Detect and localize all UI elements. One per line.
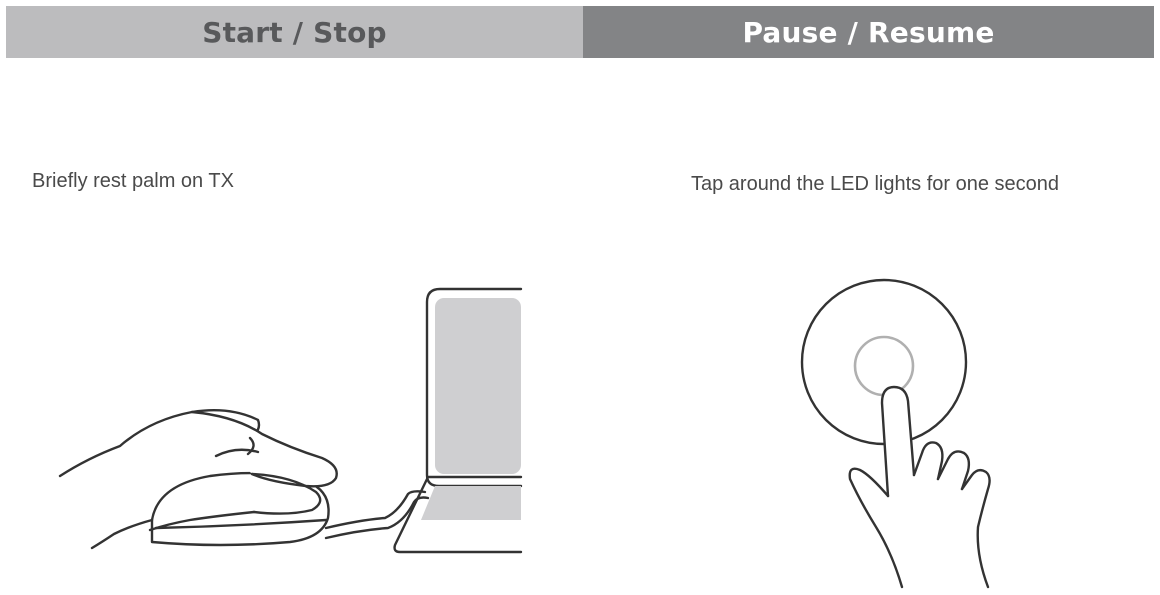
start-stop-header: Start / Stop — [6, 6, 583, 58]
pointing-hand-icon — [850, 387, 990, 587]
monitor-icon — [395, 289, 521, 552]
finger-tapping-led-icon — [790, 265, 1020, 595]
start-stop-instruction: Briefly rest palm on TX — [32, 170, 234, 193]
pause-resume-header: Pause / Resume — [583, 6, 1154, 58]
pause-resume-title: Pause / Resume — [742, 16, 994, 49]
start-stop-title: Start / Stop — [202, 16, 387, 49]
led-ring-icon — [855, 337, 913, 395]
hand-on-mouse-at-computer-icon — [40, 280, 530, 560]
pause-resume-instruction: Tap around the LED lights for one second — [691, 173, 1059, 196]
